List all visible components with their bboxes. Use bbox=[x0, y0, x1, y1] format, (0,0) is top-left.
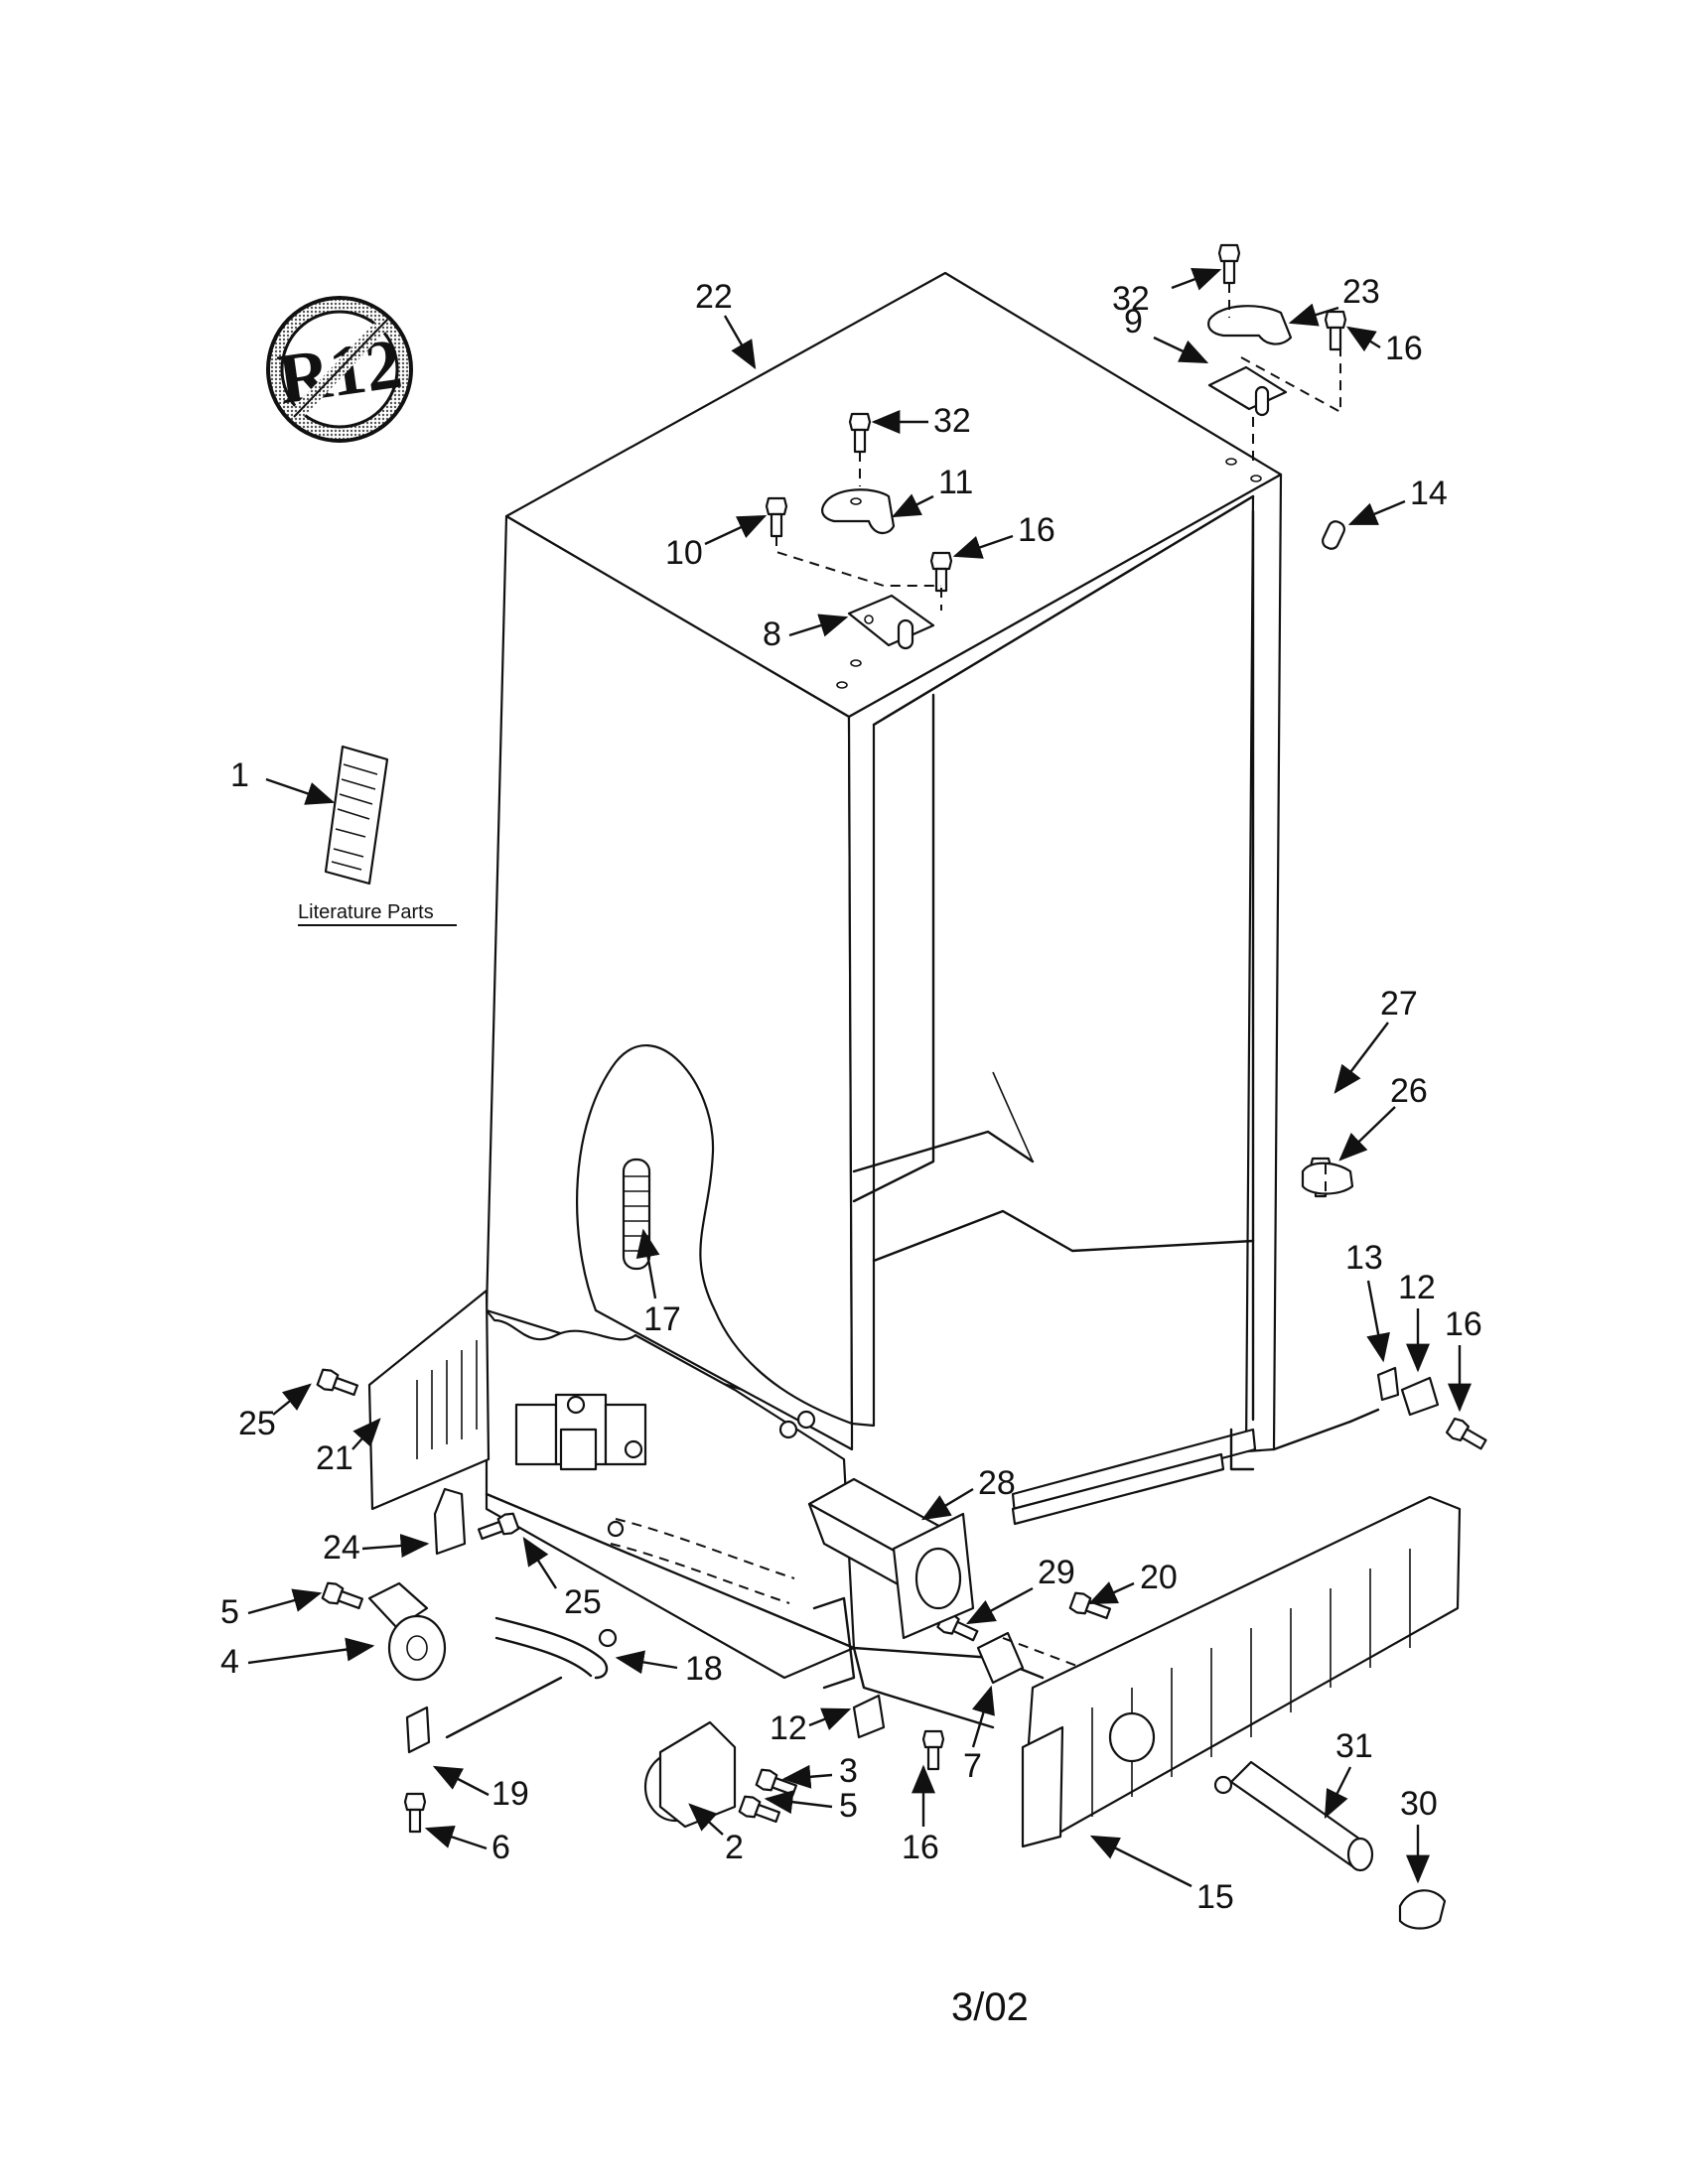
callout-25a: 25 bbox=[238, 1405, 276, 1442]
callout-8: 8 bbox=[763, 615, 781, 653]
literature-caption: Literature Parts bbox=[298, 901, 434, 923]
callout-20: 20 bbox=[1140, 1559, 1178, 1596]
date-code: 3/02 bbox=[951, 1985, 1029, 2029]
callout-17: 17 bbox=[643, 1300, 681, 1338]
callout-16b: 16 bbox=[1018, 511, 1055, 549]
hinge-cover-11-part bbox=[821, 488, 896, 534]
callout-12a: 12 bbox=[1398, 1269, 1436, 1306]
callout-13: 13 bbox=[1345, 1239, 1383, 1277]
plug-14-part bbox=[1322, 520, 1345, 550]
callout-15: 15 bbox=[1196, 1878, 1234, 1916]
callout-19: 19 bbox=[491, 1775, 529, 1813]
callout-12b: 12 bbox=[770, 1709, 807, 1747]
callout-10: 10 bbox=[665, 534, 703, 572]
literature-booklet: Literature Parts bbox=[298, 745, 457, 926]
callouts: 22 32 23 9 16 32 11 10 16 14 8 1 27 26 1… bbox=[220, 268, 1482, 1916]
valve-assembly bbox=[514, 1393, 795, 1604]
callout-5b: 5 bbox=[839, 1787, 858, 1825]
water-filter-31-part bbox=[1213, 1760, 1374, 1872]
cabinet bbox=[485, 271, 1352, 1729]
hinge-cover-23-part bbox=[1207, 305, 1293, 345]
roller-4-part bbox=[367, 1581, 447, 1682]
bracket-26-part bbox=[1301, 1161, 1354, 1195]
callout-24: 24 bbox=[323, 1529, 360, 1567]
leader-dashes bbox=[775, 283, 1341, 1191]
duct-28-part bbox=[778, 1410, 975, 1640]
callout-16c: 16 bbox=[1445, 1305, 1482, 1343]
callout-21: 21 bbox=[316, 1439, 353, 1477]
callout-23: 23 bbox=[1342, 273, 1380, 311]
callout-29: 29 bbox=[1038, 1554, 1075, 1591]
callout-9: 9 bbox=[1124, 303, 1143, 341]
callout-22: 22 bbox=[695, 278, 733, 316]
callout-2: 2 bbox=[725, 1829, 744, 1866]
callout-31: 31 bbox=[1335, 1727, 1373, 1765]
callout-3: 3 bbox=[839, 1752, 858, 1790]
callout-32a: 32 bbox=[1112, 280, 1150, 318]
callout-5a: 5 bbox=[220, 1593, 239, 1631]
hinge-2-part bbox=[643, 1720, 737, 1829]
callout-16a: 16 bbox=[1385, 330, 1423, 367]
coil-part bbox=[622, 1158, 651, 1271]
bracket-13-12-part bbox=[1348, 1366, 1440, 1424]
callout-28: 28 bbox=[978, 1464, 1016, 1502]
clip-19-part bbox=[405, 1676, 563, 1754]
screws bbox=[316, 243, 1487, 1834]
callout-1: 1 bbox=[230, 756, 249, 794]
callout-32b: 32 bbox=[933, 402, 971, 440]
callout-11: 11 bbox=[938, 464, 973, 501]
callout-26: 26 bbox=[1390, 1072, 1428, 1110]
callout-25b: 25 bbox=[564, 1583, 602, 1621]
callout-7: 7 bbox=[963, 1747, 982, 1785]
bracket-24-part bbox=[433, 1487, 467, 1556]
callout-30: 30 bbox=[1400, 1785, 1438, 1823]
callout-6: 6 bbox=[491, 1829, 510, 1866]
callout-16d: 16 bbox=[902, 1829, 939, 1866]
no-r12-icon: R12 bbox=[266, 296, 413, 443]
callout-27: 27 bbox=[1380, 985, 1418, 1023]
bracket-12-lower-part bbox=[852, 1694, 886, 1739]
callout-18: 18 bbox=[685, 1650, 723, 1688]
tube-18-part bbox=[494, 1616, 618, 1680]
bracket-8-part bbox=[847, 594, 935, 650]
rear-grille-part bbox=[367, 1289, 491, 1511]
bracket-9-part bbox=[1207, 365, 1288, 417]
filter-cap-30-part bbox=[1398, 1889, 1447, 1930]
callout-14: 14 bbox=[1410, 475, 1448, 512]
callout-4: 4 bbox=[220, 1643, 239, 1681]
toe-grille-15-part bbox=[1021, 1495, 1462, 1848]
